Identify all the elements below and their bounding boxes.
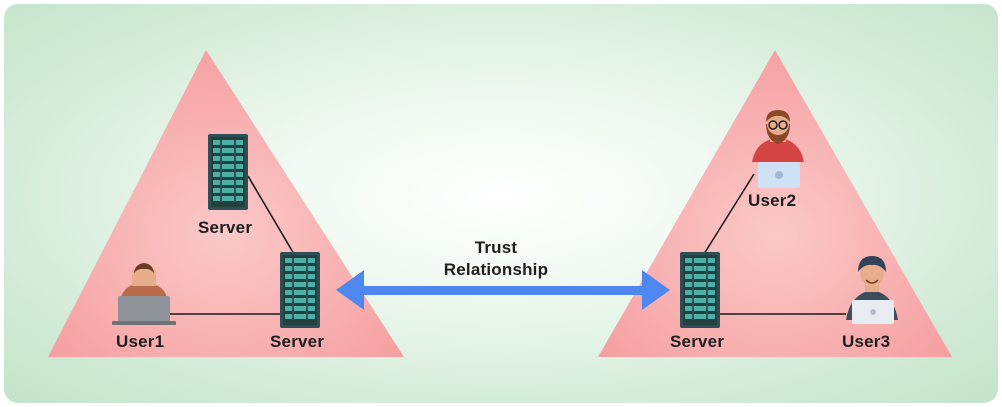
user2-person-with-laptop-icon — [752, 110, 804, 188]
user3-label: User3 — [842, 332, 891, 351]
user1-person-with-laptop-icon — [112, 263, 176, 325]
right-server-label: Server — [670, 332, 725, 351]
network-diagram — [48, 50, 952, 357]
left-server-link — [247, 175, 295, 255]
diagram-canvas: Server Server User1 Trust Relationship S… — [4, 4, 998, 403]
trust-label-line1: Trust — [474, 238, 518, 257]
user1-label: User1 — [116, 332, 165, 351]
left-top-server-icon — [208, 134, 248, 210]
user3-person-with-laptop-icon — [846, 256, 898, 324]
left-bottom-server-icon — [280, 252, 320, 328]
left-top-server-label: Server — [198, 218, 253, 237]
user2-label: User2 — [748, 191, 797, 210]
left-bottom-server-label: Server — [270, 332, 325, 351]
right-server-icon — [680, 252, 720, 328]
trust-arrow-icon — [336, 270, 670, 310]
user2-server-link — [703, 173, 755, 255]
trust-label-line2: Relationship — [443, 260, 549, 279]
